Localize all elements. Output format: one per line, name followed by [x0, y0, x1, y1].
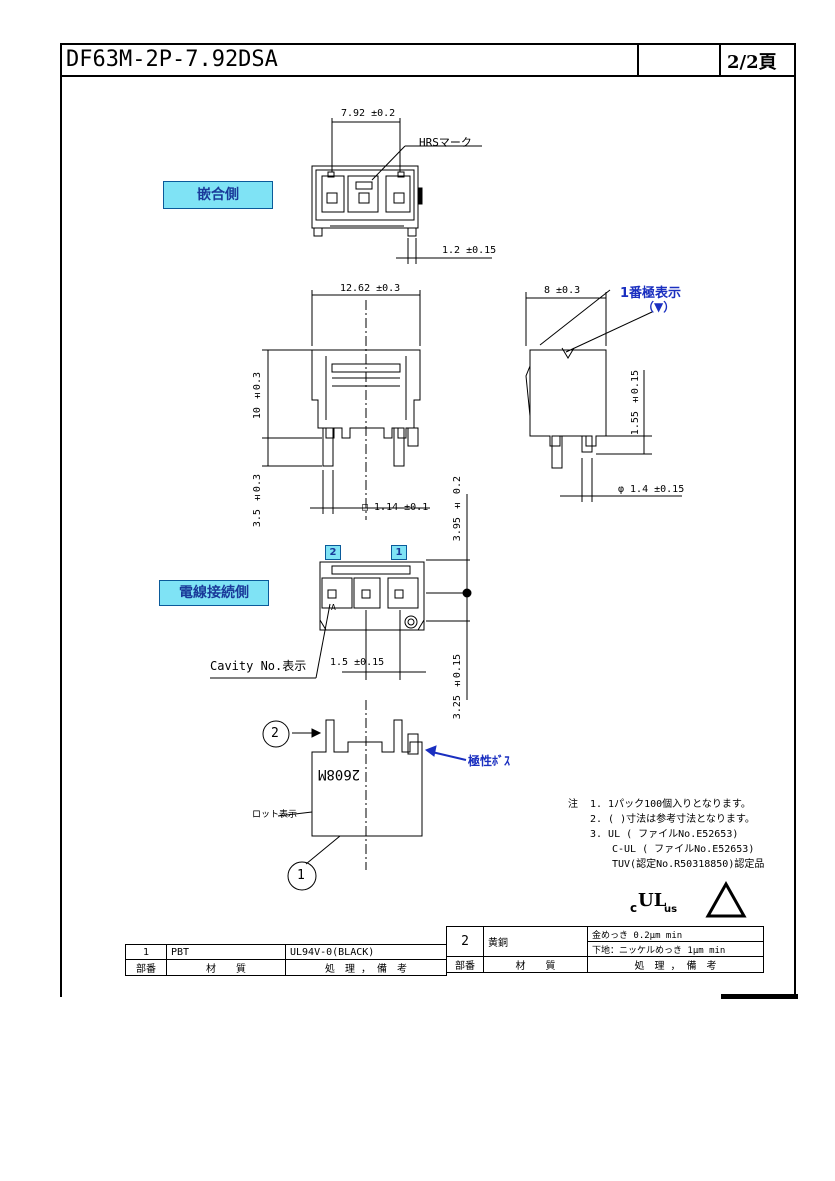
- header-no: 部番: [125, 959, 167, 976]
- balloon-1: 1: [297, 868, 305, 883]
- tuv-mark: [705, 880, 747, 918]
- title-divider-1: [637, 43, 639, 77]
- part-treatment-1: 金めっき 0.2μm min: [587, 926, 764, 942]
- part-no: 2: [446, 926, 484, 957]
- dim-pin-square: □ 1.14 ±0.1: [362, 502, 429, 513]
- dim-offset-b: 3.25 ±0.15: [452, 654, 463, 720]
- note-item: C-UL ( ファイルNo.E52653): [612, 844, 755, 855]
- dim-top-width: 7.92 ±0.2: [341, 108, 396, 119]
- side-view-body: [529, 349, 607, 447]
- svg-text:c: c: [630, 901, 637, 915]
- drawing-title: DF63M-2P-7.92DSA: [66, 47, 278, 72]
- bom-table-part1: 1 PBT UL94V-0(BLACK) 部番 材 質 処 理 ， 備 考: [125, 944, 447, 976]
- note-item: 3. UL ( ファイルNo.E52653): [590, 829, 739, 840]
- frame-corner-bar: [721, 994, 798, 999]
- dim-pin-length: 3.5 ±0.3: [252, 474, 263, 528]
- dim-height: 10 ±0.3: [252, 372, 263, 420]
- hrs-mark-label: HRSマーク: [419, 136, 472, 149]
- cavity-1-label: 1: [391, 545, 407, 560]
- balloon-2: 2: [271, 726, 279, 741]
- cavity-a-label: A: [331, 603, 336, 612]
- dim-boss-height: 1.55 ±0.15: [630, 370, 641, 436]
- table-row: 1 PBT UL94V-0(BLACK): [125, 944, 447, 960]
- note-item: 2. ( )寸法は参考寸法となります。: [590, 814, 755, 825]
- dim-overall-width: 12.62 ±0.3: [340, 283, 401, 294]
- table-row: 2 黄銅 金めっき 0.2μm min: [446, 926, 764, 957]
- pin1-symbol: （▼）: [642, 300, 676, 314]
- notes-list: 1. 1パック100個入りとなります。 2. ( )寸法は参考寸法となります。 …: [590, 797, 764, 872]
- note-item: TUV(認定No.R50318850)認定品: [612, 859, 765, 870]
- lot-code: 2608M: [318, 766, 361, 782]
- part-material: 黄銅: [483, 926, 588, 957]
- dim-offset-a: 3.95 ± 0.2: [452, 476, 463, 542]
- part-treatment-2: 下地：ニッケルめっき 1μm min: [587, 941, 764, 957]
- bottom-view-body: [311, 719, 423, 837]
- header-material: 材 質: [483, 956, 588, 973]
- table-row: 部番 材 質 処 理 ， 備 考: [125, 959, 447, 976]
- dim-depth: 8 ±0.3: [544, 285, 581, 296]
- wire-side-label: 電線接続側: [159, 580, 269, 606]
- cavity-2-label: 2: [325, 545, 341, 560]
- notes-prefix: 注: [568, 799, 578, 810]
- pin1-indicator-label: 1番極表示: [620, 286, 682, 301]
- note-item: 1. 1パック100個入りとなります。: [590, 799, 751, 810]
- page-number: 2/2頁: [727, 52, 777, 73]
- svg-text:us: us: [664, 904, 677, 915]
- table-row: 部番 材 質 処 理 ， 備 考: [446, 956, 764, 973]
- header-treatment: 処 理 ， 備 考: [587, 956, 764, 973]
- header-treatment: 処 理 ， 備 考: [285, 959, 447, 976]
- bom-table-part2: 2 黄銅 金めっき 0.2μm min 下地：ニッケルめっき 1μm min 部…: [446, 926, 764, 973]
- part-no: 1: [125, 944, 167, 960]
- dim-cavity-pitch: 1.5 ±0.15: [330, 657, 385, 668]
- drawing-frame: [60, 43, 796, 997]
- lot-mark-label: ロット表示: [252, 810, 298, 820]
- dim-boss-diameter: φ 1.4 ±0.15: [618, 484, 685, 495]
- title-divider-2: [719, 43, 721, 77]
- mating-side-label: 嵌合側: [163, 181, 273, 209]
- cavity-no-label: Cavity No.表示: [210, 659, 307, 673]
- dim-step: 1.2 ±0.15: [442, 245, 497, 256]
- part-material: PBT: [166, 944, 286, 960]
- svg-text:UL: UL: [638, 890, 667, 911]
- header-material: 材 質: [166, 959, 286, 976]
- part-treatment: UL94V-0(BLACK): [285, 944, 447, 960]
- polarity-boss-label: 極性ﾎﾞｽ: [468, 754, 511, 768]
- header-no: 部番: [446, 956, 484, 973]
- title-bar: [60, 43, 796, 77]
